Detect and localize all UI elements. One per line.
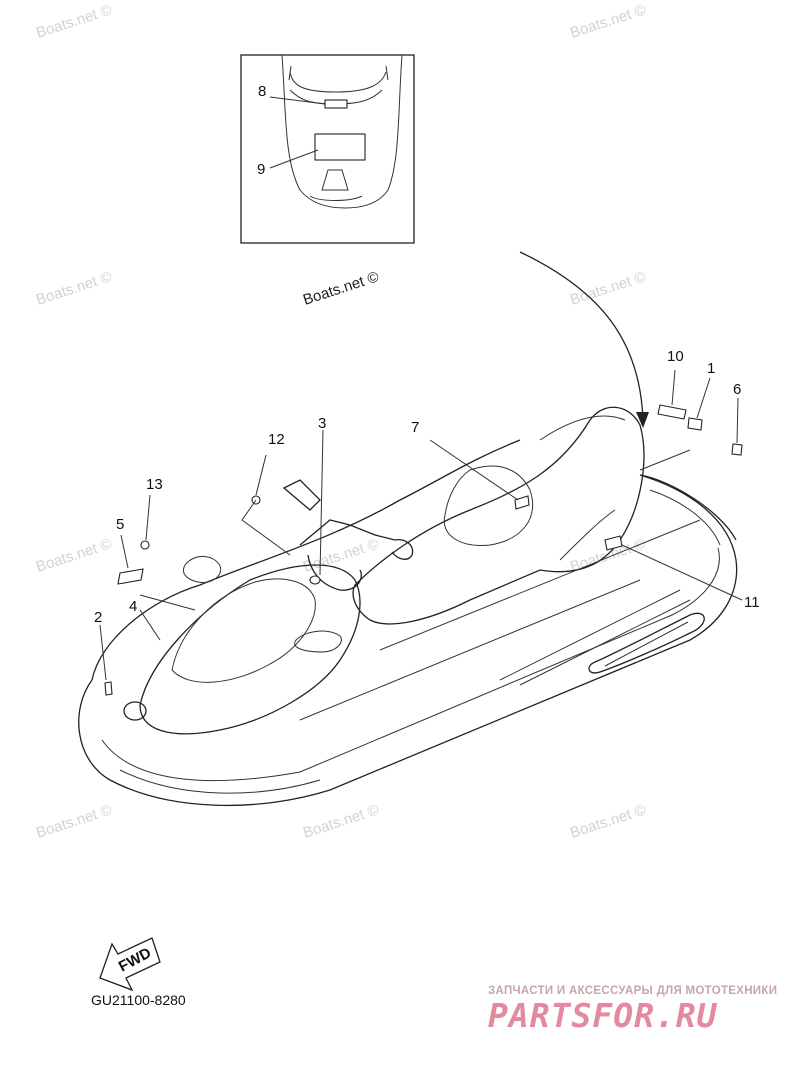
deck-edge-left xyxy=(91,439,521,681)
watermark: Boats.net © xyxy=(301,801,381,841)
decal-3 xyxy=(309,575,321,585)
leader-rear-decals xyxy=(639,449,691,471)
callout-6: 6 xyxy=(733,381,741,398)
handlebar-left-grip xyxy=(282,479,321,511)
watercraft-drawing xyxy=(78,406,738,807)
leader-4 xyxy=(139,609,161,641)
decal-11 xyxy=(604,535,623,551)
hood-inner xyxy=(171,578,316,683)
callout-2: 2 xyxy=(94,609,102,626)
seat-front-cushion xyxy=(443,465,534,546)
diagram-code: GU21100-8280 xyxy=(91,992,186,1008)
site-branding: ЗАПЧАСТИ И АКСЕССУАРЫ ДЛЯ МОТОТЕХНИКИ PA… xyxy=(488,985,777,1035)
watermark: Boats.net © xyxy=(568,1,648,41)
watermark: Boats.net © xyxy=(34,1,114,41)
callout-4: 4 xyxy=(129,598,137,615)
callout-10: 10 xyxy=(667,348,684,365)
step-detail xyxy=(321,169,349,191)
watermark: Boats.net © xyxy=(34,801,114,841)
rear-deck-inner xyxy=(649,489,721,546)
leader-12 xyxy=(255,454,267,496)
decal-12 xyxy=(251,495,261,505)
watermark: Boats.net © xyxy=(34,535,114,575)
hull-lower-line xyxy=(119,769,321,794)
watermark-center: Boats.net © xyxy=(301,268,381,308)
grab-handle xyxy=(289,71,387,93)
seat xyxy=(352,406,645,625)
lower-contour xyxy=(309,195,363,201)
callout-8: 8 xyxy=(258,83,266,100)
callout-3: 3 xyxy=(318,415,326,432)
inset-arrow-head xyxy=(636,412,649,428)
inset-rear-view xyxy=(240,54,415,244)
deck-rail-2 xyxy=(499,589,681,681)
decal-7 xyxy=(514,495,530,510)
rear-deck xyxy=(639,474,737,541)
deck-rail-1 xyxy=(519,599,691,686)
leader-6 xyxy=(736,397,739,444)
decal-8 xyxy=(324,99,348,109)
leader-5 xyxy=(120,534,129,569)
leader-5-ext xyxy=(139,594,196,611)
callout-5: 5 xyxy=(116,516,124,533)
fwd-arrow: FWD xyxy=(99,937,161,992)
leader-9 xyxy=(269,149,319,169)
inset-arrow-curve xyxy=(519,251,644,421)
leader-3 xyxy=(319,429,324,576)
seat-side-line xyxy=(559,509,616,561)
decal-9 xyxy=(314,133,366,161)
hull-outline xyxy=(78,474,738,807)
handlebar-right-grip xyxy=(391,539,414,560)
decal-1 xyxy=(687,417,703,431)
callout-numbers: 8 9 10 1 6 3 7 12 13 5 4 2 11 xyxy=(94,83,760,626)
sponson-line xyxy=(604,621,689,667)
leader-1 xyxy=(696,377,711,419)
seat-top-line xyxy=(539,415,626,441)
callout-12: 12 xyxy=(268,431,285,448)
watermark: Boats.net © xyxy=(34,268,114,308)
leader-7 xyxy=(429,439,519,501)
callout-1: 1 xyxy=(707,360,715,377)
fwd-label: FWD xyxy=(116,944,154,975)
gunwale-line xyxy=(379,519,701,651)
decals xyxy=(104,404,743,696)
decal-5 xyxy=(117,568,144,585)
hood xyxy=(139,564,361,735)
bow-eye xyxy=(123,701,147,721)
leader-13 xyxy=(145,494,151,541)
handlebar-arm xyxy=(299,519,396,546)
mirror-right xyxy=(183,556,222,584)
hull-chine xyxy=(101,547,720,782)
callout-13: 13 xyxy=(146,476,163,493)
watermark: Boats.net © xyxy=(568,801,648,841)
leader-12-ext xyxy=(241,499,291,556)
callout-11: 11 xyxy=(744,594,760,611)
decal-13 xyxy=(140,540,150,550)
footwell-line xyxy=(299,579,641,721)
leader-11 xyxy=(621,544,743,601)
handle-posts xyxy=(288,65,389,81)
leader-8 xyxy=(269,96,326,105)
callout-9: 9 xyxy=(257,161,265,178)
branding-tagline: ЗАПЧАСТИ И АКСЕССУАРЫ ДЛЯ МОТОТЕХНИКИ xyxy=(488,985,777,997)
leader-2 xyxy=(99,624,107,681)
seat-rear-outline xyxy=(281,54,403,209)
decal-2 xyxy=(104,681,113,696)
branding-site-logo: PARTSFOR.RU xyxy=(488,996,718,1035)
callout-7: 7 xyxy=(411,419,419,436)
leader-lines xyxy=(99,369,743,681)
leader-10 xyxy=(671,369,676,406)
inset-frame xyxy=(240,54,415,244)
decal-10 xyxy=(657,404,687,420)
decal-6 xyxy=(731,443,743,456)
side-mirror-left xyxy=(294,630,342,653)
fwd-arrow-shape xyxy=(99,937,161,992)
sponson xyxy=(588,612,705,674)
